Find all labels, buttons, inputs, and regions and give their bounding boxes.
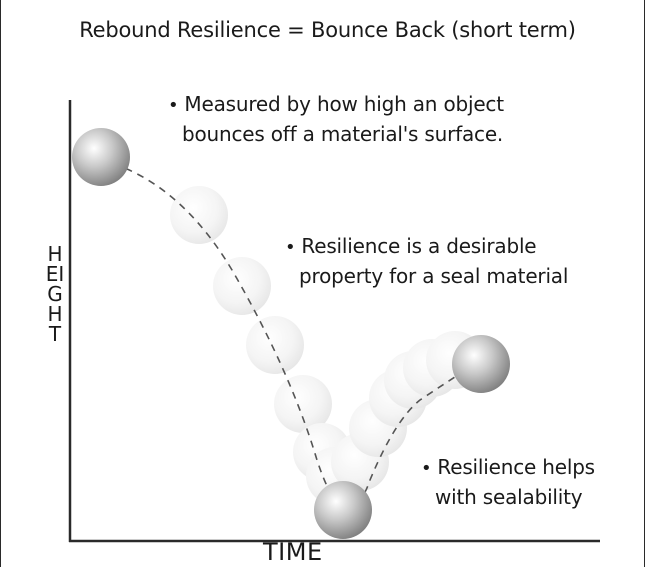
y-axis-label: HEIGHT [45,242,65,346]
note-sealability-line-1: Resilience helps [437,455,595,479]
start-ball [72,128,130,186]
ghost-ball [246,316,304,374]
note-sealability-line-2: with sealability [435,485,583,509]
note-desirable: •Resilience is a desirable property for … [285,232,568,291]
note-measured-line-1: Measured by how high an object [184,92,504,116]
impact-ball [314,481,372,539]
ghost-ball [213,257,271,315]
diagram-title: Rebound Resilience = Bounce Back (short … [79,18,576,42]
ghost-ball [170,186,228,244]
note-sealability: •Resilience helps with sealability [421,453,595,512]
note-measured: •Measured by how high an object bounces … [168,90,504,149]
ghost-ball [274,375,332,433]
ghost-balls [170,186,484,505]
rebound-ball [452,335,510,393]
note-measured-line-2: bounces off a material's surface. [182,122,504,146]
x-axis-label: TIME [263,538,323,566]
bullet-icon: • [421,458,432,479]
note-desirable-line-2: property for a seal material [299,264,569,288]
bullet-icon: • [168,95,179,116]
note-desirable-line-1: Resilience is a desirable [301,234,537,258]
bullet-icon: • [285,237,296,258]
